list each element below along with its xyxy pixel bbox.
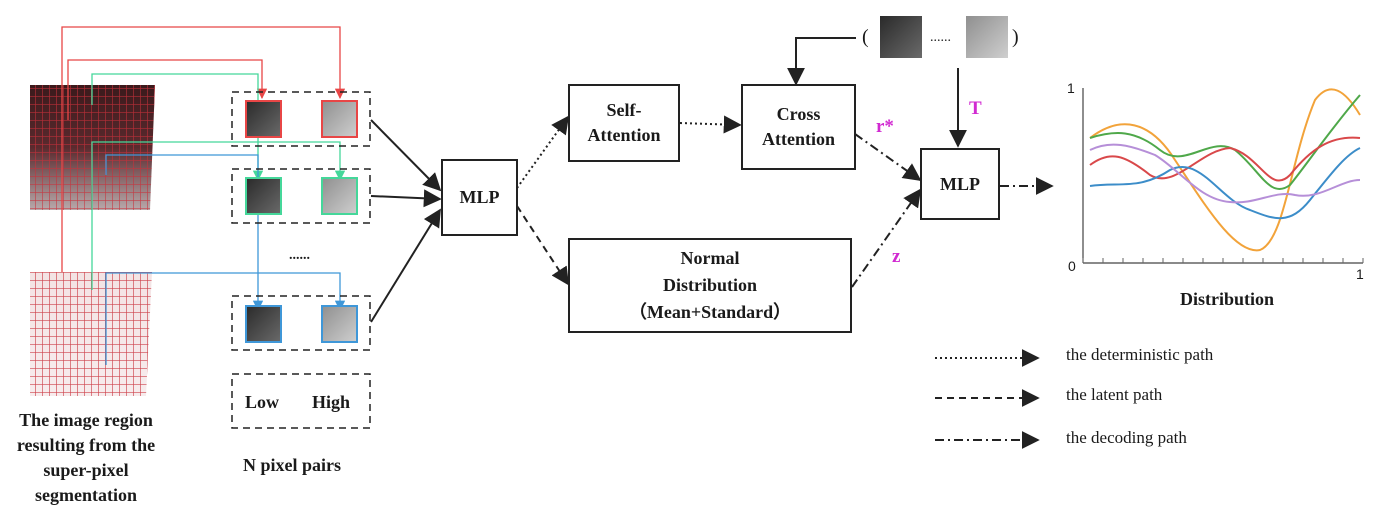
self-attention-label-2: Attention	[587, 125, 661, 145]
target-high-pixel	[966, 16, 1008, 58]
distribution-curve	[1089, 94, 1361, 191]
normal-to-mlp2-arrow	[851, 188, 922, 288]
target-open-paren: (	[862, 26, 869, 48]
low-label: Low	[245, 392, 280, 412]
t-label: T	[969, 98, 982, 119]
pixel-high-n	[321, 305, 358, 343]
normal-distribution-label-2: Distribution	[662, 275, 758, 295]
plot-y-top-tick: 1	[1067, 80, 1075, 96]
mlp-to-self-attention-arrow	[516, 115, 570, 189]
distribution-curve	[1089, 147, 1361, 220]
normal-distribution-box: Normal Distribution （Mean+Standard）	[568, 238, 852, 333]
cross-attention-box: Cross Attention	[741, 84, 856, 170]
legend-latent-label: the latent path	[1066, 385, 1163, 404]
plot-x-right-tick: 1	[1356, 266, 1364, 282]
distribution-curve	[1089, 136, 1361, 182]
pixel-low-2	[245, 177, 282, 215]
pixel-high-2	[321, 177, 358, 215]
mlp-encoder-label: MLP	[459, 187, 500, 207]
mlp-to-normal-arrow	[516, 205, 569, 286]
legend-decoding-label: the decoding path	[1066, 428, 1187, 447]
normal-distribution-label-1: Normal	[680, 248, 740, 268]
self-attention-label-1: Self-	[606, 100, 642, 120]
r-star-label: r*	[876, 116, 894, 137]
legend-samples	[935, 349, 1040, 449]
target-low-pixel	[880, 16, 922, 58]
distribution-curve	[1089, 143, 1361, 204]
mlp-decoder-label: MLP	[940, 173, 980, 194]
target-close-paren: )	[1012, 26, 1019, 48]
blue-connector	[105, 154, 346, 365]
mlp-encoder-box: MLP	[441, 159, 518, 236]
pixel-low-n	[245, 305, 282, 343]
z-label: z	[892, 246, 901, 267]
target-to-cross-arrow	[787, 37, 856, 86]
pixel-pair-n	[231, 295, 371, 351]
red-connector	[61, 26, 346, 272]
cross-to-mlp2-arrow	[854, 133, 922, 182]
self-to-cross-arrow	[679, 115, 742, 134]
pixel-pairs-caption: N pixel pairs	[243, 455, 342, 475]
pairs-to-mlp-arrows	[370, 119, 442, 323]
high-label: High	[312, 392, 351, 412]
cross-attention-label-2: Attention	[762, 129, 835, 149]
self-attention-box: Self- Attention	[568, 84, 680, 162]
superpixel-image-bottom	[30, 272, 152, 396]
pixel-pair-2	[231, 168, 371, 224]
plot-origin-tick: 0	[1068, 258, 1076, 274]
pixel-low-1	[245, 100, 282, 138]
mlp-decoder-box: MLP	[920, 148, 1000, 220]
distribution-plot	[1082, 88, 1364, 264]
image-region-caption: The image region resulting from the supe…	[16, 410, 156, 505]
legend-deterministic-label: the deterministic path	[1066, 345, 1214, 364]
pairs-ellipsis: ......	[289, 248, 310, 263]
target-ellipsis: ......	[930, 30, 951, 45]
normal-distribution-label-3: （Mean+Standard）	[628, 302, 792, 322]
distribution-curve	[1089, 88, 1361, 252]
pixel-high-1	[321, 100, 358, 138]
plot-caption: Distribution	[1180, 289, 1275, 309]
cross-attention-label-1: Cross	[776, 104, 821, 124]
pixel-pair-1	[231, 91, 371, 147]
